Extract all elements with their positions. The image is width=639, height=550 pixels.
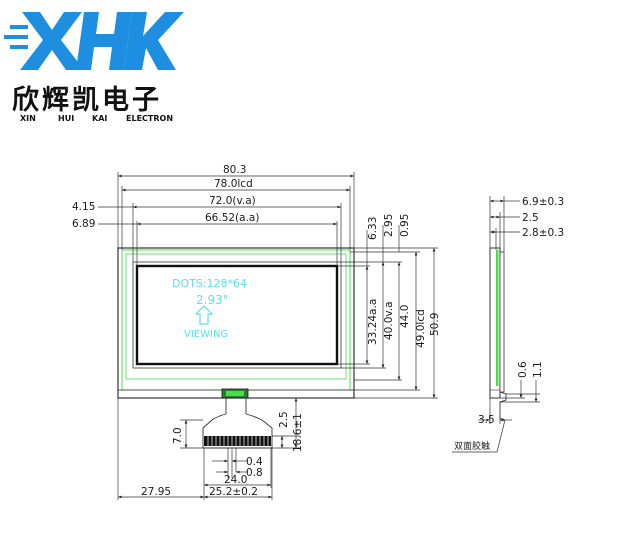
dim-44-height: 44.0 <box>399 305 411 328</box>
company-name-cn: 欣辉凯电子 <box>12 85 162 116</box>
dim-overall-width: 80.3 <box>223 164 246 176</box>
active-area <box>135 264 339 366</box>
dim-lcd-width: 78.0lcd <box>214 178 253 190</box>
company-logo: 欣辉凯电子 XIN HUI KAI ELECTRON <box>4 12 184 123</box>
company-name-en-1: XIN <box>20 114 36 123</box>
dots-label: DOTS:128*64 <box>172 277 247 290</box>
dim-633: 6.33 <box>367 217 379 240</box>
top-dimension-lines <box>98 172 355 266</box>
dim-aa-width: 66.52(a.a) <box>205 212 259 224</box>
dim-lcd-height: 49.0lcd <box>415 309 427 348</box>
company-name-en-2: HUI <box>58 114 74 123</box>
dim-va-width: 72.0(v.a) <box>209 195 256 207</box>
dim-side-06: 0.6 <box>517 361 529 378</box>
dim-fpc-offset-2795: 27.95 <box>141 486 171 498</box>
right-dimension-lines <box>337 225 438 399</box>
company-name-en-3: KAI <box>92 114 107 123</box>
dim-aa-height: 33.24a.a <box>367 299 379 345</box>
dim-side-28: 2.8±0.3 <box>522 227 564 239</box>
dim-side-35: 3.5 <box>478 414 495 426</box>
lcd-module-outline <box>117 247 355 399</box>
viewing-label: VIEWING <box>184 329 228 340</box>
fpc-connector-block <box>221 388 249 399</box>
dim-095: 0.95 <box>399 214 411 237</box>
company-name-en-4: ELECTRON <box>126 114 173 123</box>
dim-side-69: 6.9±0.3 <box>522 196 564 208</box>
dim-side-25: 2.5 <box>522 212 539 224</box>
fpc-dimension-lines <box>117 397 300 500</box>
side-dimension-lines <box>452 196 540 453</box>
dim-aa-offset: 6.89 <box>72 218 95 230</box>
side-tape-note: 双面胶触 <box>454 440 490 452</box>
dim-fpc-width-252: 25.2±0.2 <box>209 486 258 498</box>
fpc-tail <box>202 398 273 449</box>
dim-295-a: 2.95 <box>383 214 395 237</box>
dim-fpc-186: 18.6±1 <box>292 413 304 452</box>
size-label: 2.93" <box>196 293 228 307</box>
dim-overall-height: 50.9 <box>429 313 441 336</box>
dim-fpc-span-24: 24.0 <box>224 474 247 486</box>
logo-xhk-mark <box>4 12 184 70</box>
dim-fpc-25: 2.5 <box>278 411 290 428</box>
dim-va-offset: 4.15 <box>72 201 95 213</box>
fpc-pin-gaps <box>207 436 269 446</box>
dim-pitch-04: 0.4 <box>246 456 263 468</box>
side-view <box>489 247 507 421</box>
dim-fpc-7: 7.0 <box>172 427 184 444</box>
dim-pitch-08: 0.8 <box>246 467 263 479</box>
fpc-pins <box>204 436 271 446</box>
dim-side-11: 1.1 <box>532 361 544 378</box>
dim-va-height: 40.0v.a <box>383 301 395 340</box>
viewing-arrow-icon <box>194 305 214 325</box>
